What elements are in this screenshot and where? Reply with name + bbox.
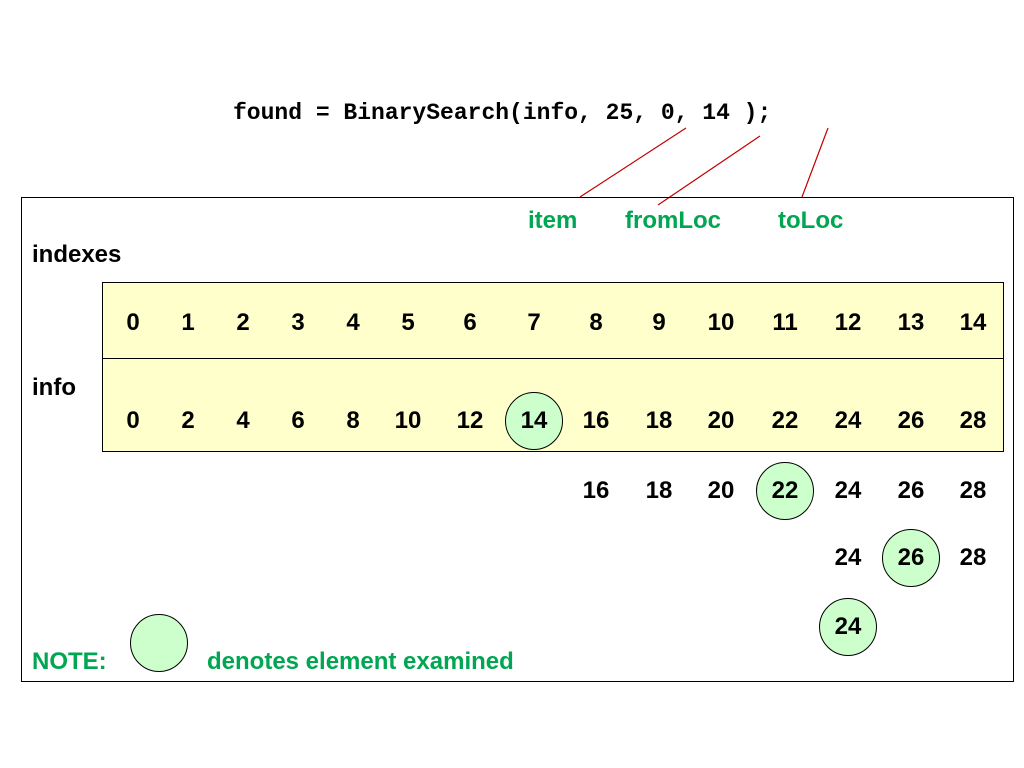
function-call-code: found = BinarySearch(info, 25, 0, 14 ); [233, 100, 772, 126]
examined-circle-step-1 [756, 462, 814, 520]
info-cell: 8 [346, 407, 360, 434]
table-divider [103, 358, 1003, 359]
row-label-indexes: indexes [32, 241, 122, 268]
info-cell: 2 [181, 407, 195, 434]
step-1-value: 26 [897, 477, 925, 504]
legend-circle [130, 614, 188, 672]
connector-item [579, 127, 687, 198]
index-cell: 13 [897, 309, 925, 336]
index-cell: 4 [346, 309, 360, 336]
row-label-info: info [32, 374, 76, 401]
step-2-value: 24 [834, 544, 862, 571]
connector-toloc [801, 127, 829, 198]
index-cell: 5 [401, 309, 415, 336]
info-cell: 24 [834, 407, 862, 434]
param-label-fromloc: fromLoc [625, 207, 721, 234]
index-cell: 12 [834, 309, 862, 336]
step-1-value: 18 [645, 477, 673, 504]
connector-fromloc [657, 135, 761, 206]
index-cell: 14 [959, 309, 987, 336]
info-cell: 22 [771, 407, 799, 434]
step-3-value: 24 [834, 613, 862, 640]
info-cell: 6 [291, 407, 305, 434]
info-cell: 4 [236, 407, 250, 434]
info-cell: 16 [582, 407, 610, 434]
index-cell: 10 [707, 309, 735, 336]
info-cell: 20 [707, 407, 735, 434]
examined-circle-step-3 [819, 598, 877, 656]
info-cell: 28 [959, 407, 987, 434]
index-cell: 1 [181, 309, 195, 336]
info-cell: 12 [456, 407, 484, 434]
diagram-frame [21, 197, 1014, 682]
step-1-value: 28 [959, 477, 987, 504]
index-cell: 3 [291, 309, 305, 336]
info-cell: 0 [126, 407, 140, 434]
info-cell: 14 [520, 407, 548, 434]
index-cell: 8 [589, 309, 603, 336]
note-label: NOTE: [32, 648, 107, 675]
step-1-value: 20 [707, 477, 735, 504]
info-cell: 10 [394, 407, 422, 434]
examined-circle-step-2 [882, 529, 940, 587]
index-cell: 9 [652, 309, 666, 336]
step-1-value: 16 [582, 477, 610, 504]
step-2-value: 28 [959, 544, 987, 571]
info-cell: 18 [645, 407, 673, 434]
step-1-value: 24 [834, 477, 862, 504]
note-text: denotes element examined [207, 648, 514, 675]
examined-circle-info [505, 392, 563, 450]
step-1-value: 22 [771, 477, 799, 504]
info-cell: 26 [897, 407, 925, 434]
index-cell: 6 [463, 309, 477, 336]
param-label-item: item [528, 207, 578, 234]
index-cell: 11 [772, 309, 798, 336]
index-cell: 0 [126, 309, 140, 336]
index-cell: 7 [527, 309, 541, 336]
index-cell: 2 [236, 309, 250, 336]
param-label-toloc: toLoc [778, 207, 844, 234]
step-2-value: 26 [897, 544, 925, 571]
